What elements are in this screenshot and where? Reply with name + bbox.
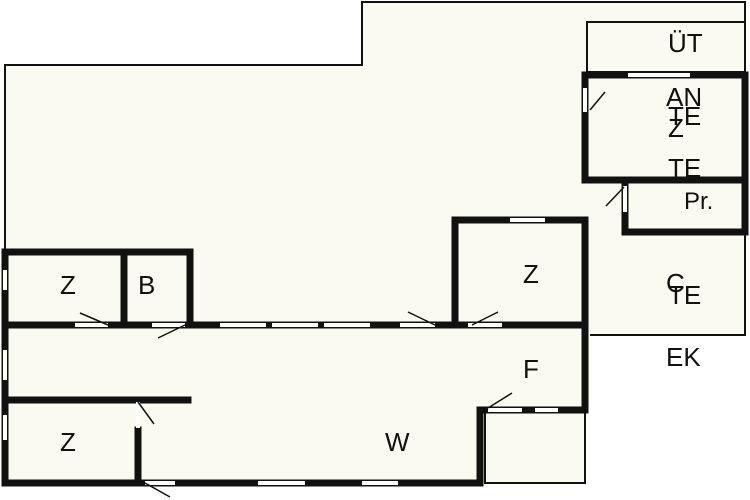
- label-an: AN: [666, 82, 702, 112]
- label-w: W: [385, 427, 410, 457]
- label-pr: Pr.: [684, 188, 713, 215]
- outer-outline: [4, 1, 746, 484]
- label-b: B: [138, 270, 155, 300]
- label-te-lower: TE: [668, 280, 701, 310]
- door-swing-b: [157, 324, 186, 339]
- label-ek: EK: [666, 342, 701, 372]
- floor-areas: [5, 2, 745, 483]
- outline-top-left: [4, 1, 746, 252]
- label-z-mid: Z: [523, 259, 539, 289]
- door-swing-f: [487, 392, 513, 409]
- door-swing-lower-left: [137, 401, 155, 425]
- label-f: F: [523, 354, 539, 384]
- label-z-bottom-left: Z: [60, 427, 76, 457]
- windows: [3, 73, 690, 485]
- label-te-mid: TE: [668, 153, 701, 183]
- room-labels: ÜT AN TE Z TE Pr. C TE EK Z B Z F Z W: [60, 28, 713, 457]
- label-ut: ÜT: [668, 28, 703, 58]
- door-swing-z-mid: [471, 311, 499, 326]
- door-swing-pr: [605, 186, 625, 207]
- door-swing-an-left: [589, 91, 606, 111]
- label-z-upper-right: Z: [668, 113, 684, 143]
- doors: [75, 88, 627, 498]
- door-swing-z-top-left: [79, 312, 109, 326]
- label-c: C: [666, 268, 685, 298]
- main-floor-area: [5, 2, 745, 483]
- door-swing-bottom: [144, 482, 171, 498]
- label-te-top: TE: [668, 101, 701, 131]
- label-z-top-left: Z: [60, 270, 76, 300]
- door-swing-corridor: [407, 311, 436, 326]
- outline-right-side: [590, 232, 746, 336]
